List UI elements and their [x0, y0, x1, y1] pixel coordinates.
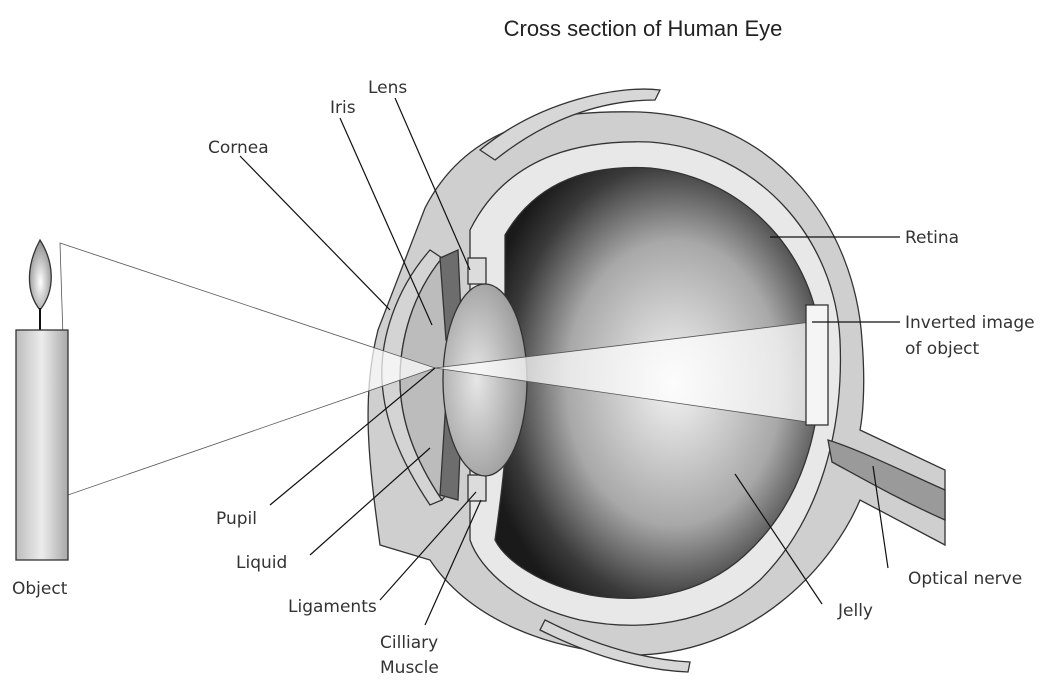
label-jelly: Jelly [837, 601, 873, 621]
label-cornea: Cornea [208, 138, 269, 158]
inverted-image [806, 305, 828, 425]
label-optical-nerve: Optical nerve [908, 569, 1022, 589]
label-retina: Retina [905, 228, 959, 248]
label-lens: Lens [368, 78, 407, 98]
label-ligaments: Ligaments [288, 597, 377, 617]
label-cilliary-line2: Muscle [380, 658, 439, 678]
label-inverted-image-line2: of object [905, 339, 980, 359]
label-inverted-image-line1: Inverted image [905, 313, 1035, 333]
candle-flame [29, 240, 51, 310]
label-pupil: Pupil [216, 509, 257, 529]
label-object: Object [12, 579, 68, 599]
candle-object [16, 240, 68, 560]
leader-iris [340, 118, 432, 325]
label-cilliary-line1: Cilliary [380, 633, 438, 653]
candle-body [16, 330, 68, 560]
lens [443, 284, 527, 476]
label-liquid: Liquid [236, 553, 287, 573]
ciliary-upper [468, 258, 486, 284]
label-iris: Iris [330, 98, 356, 118]
diagram-title: Cross section of Human Eye [504, 16, 783, 41]
